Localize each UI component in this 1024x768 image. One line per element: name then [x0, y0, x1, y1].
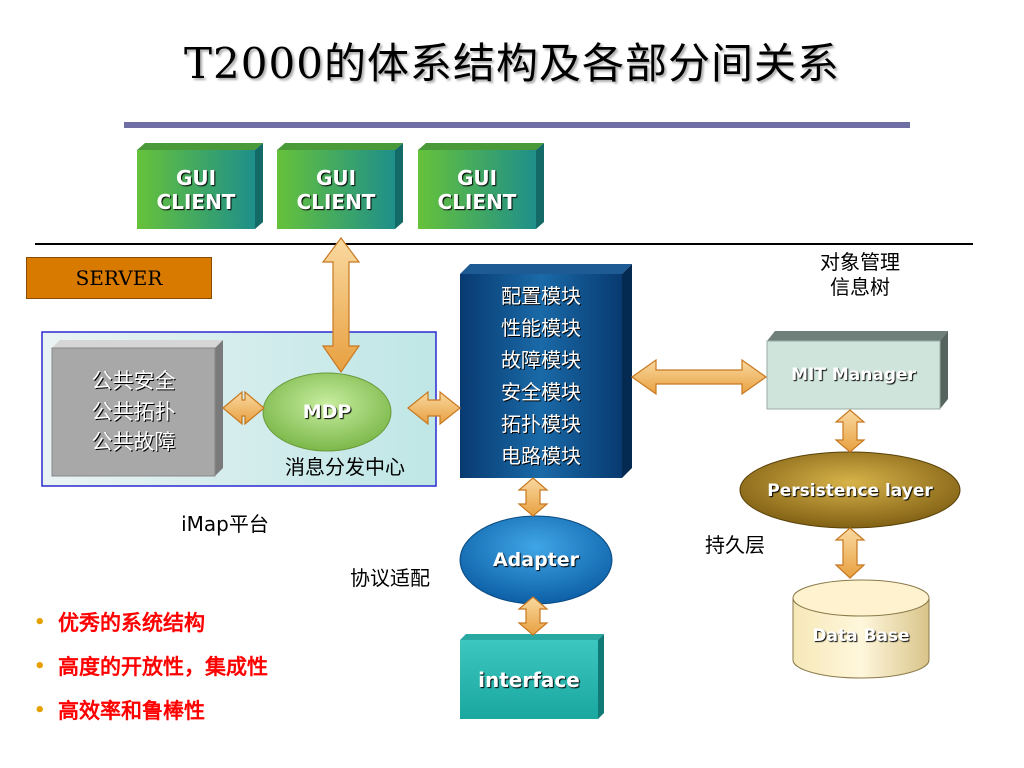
adapter-label: Adapter — [492, 549, 580, 571]
mit-manager-label: MIT Manager — [791, 365, 916, 385]
gui-client-2-line2: CLIENT — [296, 189, 376, 214]
gui-client-box-3 — [418, 143, 544, 229]
bullet-item: • 优秀的系统结构 — [34, 600, 268, 644]
gui-client-box-1 — [137, 143, 263, 229]
feature-bullet-list: • 优秀的系统结构 • 高度的开放性，集成性 • 高效率和鲁棒性 — [34, 600, 268, 732]
bullet-dot-icon: • — [34, 699, 46, 721]
interface-box — [460, 634, 604, 719]
public-topology-label: 公共拓扑 — [91, 399, 176, 424]
public-services-box — [51, 340, 223, 477]
server-tag: SERVER — [26, 257, 212, 299]
gui-client-1: GUI CLIENT — [137, 150, 255, 229]
gui-client-3-line1: GUI — [456, 165, 498, 190]
public-fault-label: 公共故障 — [91, 430, 176, 455]
topology-module-label: 拓扑模块 — [501, 412, 581, 436]
security-module-label: 安全模块 — [501, 380, 581, 404]
bullet-dot-icon: • — [34, 655, 46, 677]
bullet-text: 高效率和鲁棒性 — [58, 699, 205, 723]
interface-label: interface — [478, 667, 580, 692]
mit-caption-line1: 对象管理 — [820, 250, 900, 274]
persistence-label: Persistence layer — [767, 481, 933, 501]
client-server-divider — [35, 243, 973, 245]
bullet-item: • 高效率和鲁棒性 — [34, 688, 268, 732]
arrow-mit-persistence — [834, 409, 866, 453]
circuit-module-label: 电路模块 — [501, 444, 581, 468]
mdp-label: MDP — [302, 401, 352, 423]
adapter-caption: 协议适配 — [350, 566, 430, 590]
fault-module-label: 故障模块 — [501, 348, 581, 372]
arrow-persistence-database — [834, 527, 866, 579]
bullet-text: 优秀的系统结构 — [58, 611, 205, 635]
mit-caption-line2: 信息树 — [830, 275, 890, 299]
mit-caption: 对象管理 信息树 — [790, 250, 930, 300]
arrow-modules-adapter — [517, 477, 549, 517]
performance-module-label: 性能模块 — [501, 316, 581, 340]
gui-client-3-line2: CLIENT — [437, 189, 517, 214]
bullet-text: 高度的开放性，集成性 — [58, 655, 268, 679]
modules-box — [460, 264, 632, 478]
public-security-label: 公共安全 — [91, 369, 176, 394]
mdp-caption: 消息分发中心 — [285, 455, 405, 479]
page-title: T2000的体系结构及各部分间关系 — [184, 39, 840, 88]
database-cylinder — [792, 579, 930, 679]
gui-client-box-2 — [277, 143, 403, 229]
bullet-dot-icon: • — [34, 611, 46, 633]
imap-caption: iMap平台 — [181, 512, 269, 536]
arrow-modules-mit — [630, 358, 768, 396]
persistence-caption: 持久层 — [705, 533, 765, 557]
public-services-text: 公共安全 公共拓扑 公共故障 — [52, 348, 215, 476]
arrow-gui-mdp — [321, 237, 361, 374]
gui-client-2-line1: GUI — [315, 165, 357, 190]
arrow-adapter-interface — [517, 596, 549, 636]
config-module-label: 配置模块 — [501, 284, 581, 308]
gui-client-2: GUI CLIENT — [277, 150, 395, 229]
arrow-public-mdp — [222, 390, 265, 426]
arrow-mdp-modules — [407, 390, 461, 426]
gui-client-1-line1: GUI — [175, 165, 217, 190]
mit-manager-box — [766, 331, 948, 410]
mdp-ellipse — [262, 372, 392, 452]
modules-text: 配置模块 性能模块 故障模块 安全模块 拓扑模块 电路模块 — [460, 274, 622, 478]
gui-client-1-line2: CLIENT — [156, 189, 236, 214]
gui-client-3: GUI CLIENT — [418, 150, 536, 229]
bullet-item: • 高度的开放性，集成性 — [34, 644, 268, 688]
title-divider — [124, 122, 910, 128]
database-label: Data Base — [812, 626, 910, 646]
